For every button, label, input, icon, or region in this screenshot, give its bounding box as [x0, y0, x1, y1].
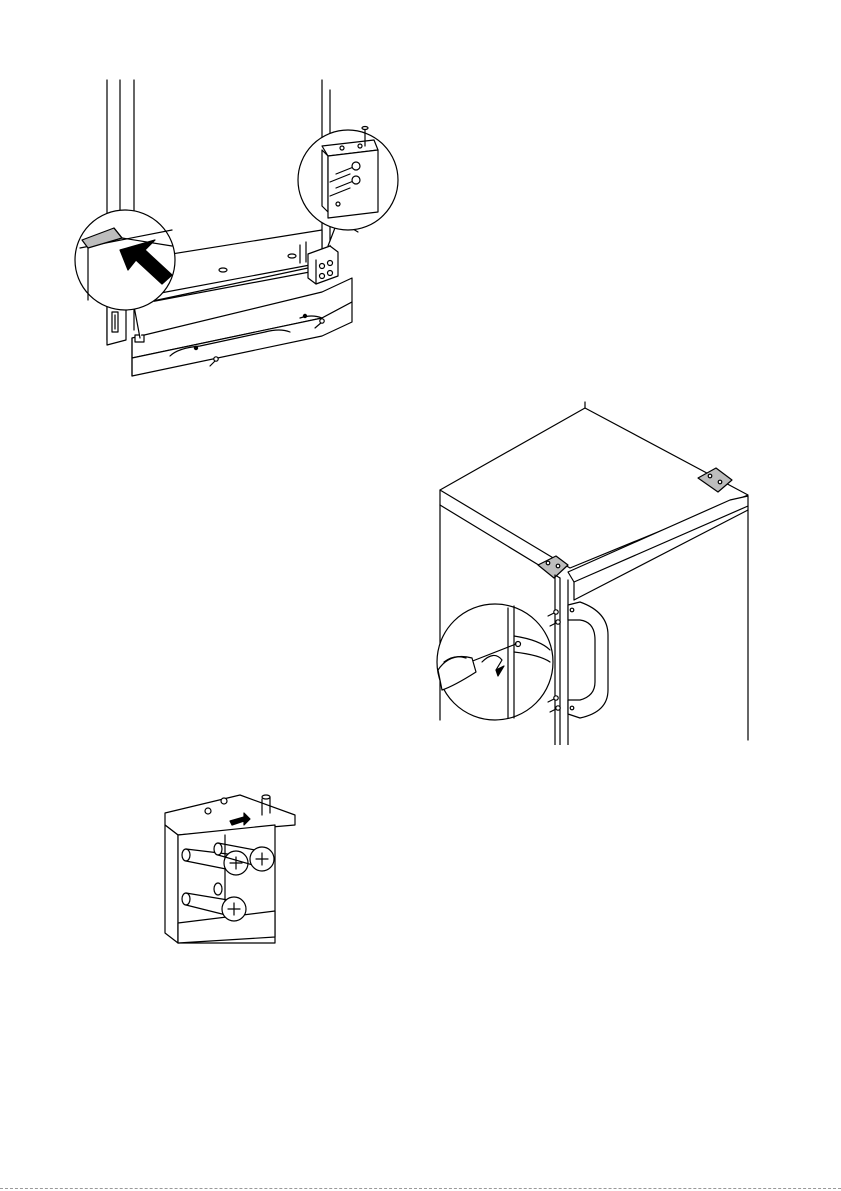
door-handle-icon — [568, 602, 608, 718]
cabinet-top — [440, 402, 748, 578]
door-handle-screwing-illustration — [430, 400, 760, 745]
page-bottom-rule — [0, 1188, 841, 1189]
bracket-callout — [298, 127, 398, 247]
hinge-bracket-detail-illustration — [150, 785, 310, 950]
plinth-mounting-illustration — [60, 70, 410, 390]
screwdriver-callout — [437, 604, 553, 720]
